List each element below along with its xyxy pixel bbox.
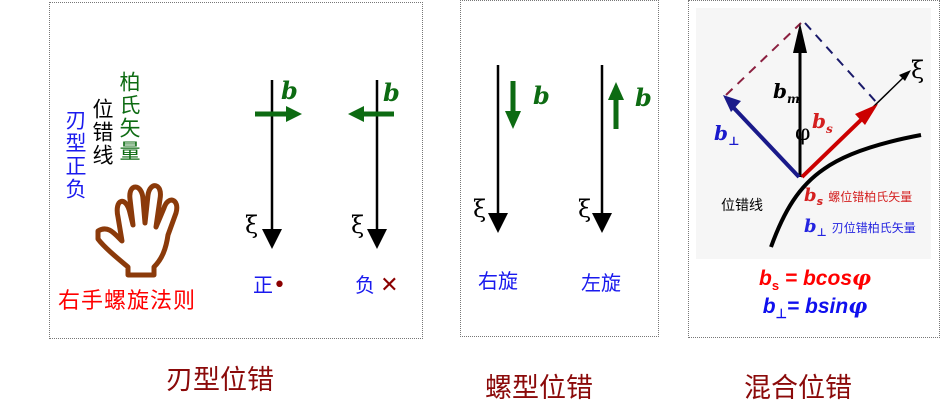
xi-line-direction-label: ξ — [473, 195, 487, 223]
dot-out-icon: • — [273, 273, 286, 298]
formula-bs-phi: φ — [852, 265, 872, 290]
formula-b-perp-lhs: b — [762, 295, 776, 318]
screw-dislocation-panel: b b ξ ξ 右旋 左旋 — [460, 0, 659, 337]
xi-line-direction-label: ξ — [245, 211, 259, 239]
screw-diagram-arrows — [488, 65, 624, 233]
right-hand-icon — [95, 183, 180, 278]
formula-b-perp-rhs: = bsin — [786, 295, 849, 318]
formula-bs-sub: s — [771, 278, 780, 294]
bs-symbol: b — [812, 109, 826, 133]
legend-edge: b⊥ 刃位错柏氏矢量 — [804, 216, 916, 239]
positive-label: 正 — [253, 273, 273, 297]
b-perp-symbol: b — [714, 121, 728, 145]
bm-symbol: b — [773, 79, 787, 103]
burgers-vector-b-label: b — [635, 83, 652, 112]
formula-b-perp-sub: ⊥ — [775, 306, 787, 322]
formula-b-perp: b⊥= bsinφ — [689, 293, 941, 322]
formula-bs-lhs: b — [758, 267, 772, 290]
xi-line-direction-label: ξ — [911, 56, 925, 84]
legend-screw-text: 螺位错柏氏矢量 — [828, 190, 913, 204]
legend-edge-subscript: ⊥ — [816, 226, 827, 240]
formula-b-perp-phi: φ — [848, 293, 868, 318]
burgers-vector-label: 柏氏矢量 — [117, 71, 141, 163]
legend-screw: bs 螺位错柏氏矢量 — [804, 185, 912, 208]
legend-edge-text: 刃位错柏氏矢量 — [831, 221, 916, 235]
burgers-vector-b-label: b — [383, 78, 400, 107]
left-handed-label: 左旋 — [581, 271, 621, 295]
formula-bs-rhs: = bcos — [779, 267, 852, 290]
bs-vector-label: bs — [812, 109, 833, 136]
mixed-dislocation-panel: bm b⊥ bs φ ξ 位错线 bs 螺位错柏氏矢量 b⊥ 刃位错柏氏矢量 b… — [688, 0, 940, 338]
negative-sign-label: 负 ✕ — [355, 269, 399, 298]
screw-dislocation-caption: 螺型位错 — [485, 373, 593, 404]
b-perp-subscript: ⊥ — [727, 134, 740, 148]
positive-sign-label: 正• — [253, 269, 286, 298]
xi-line-direction-label: ξ — [578, 195, 592, 223]
mixed-vector-diagram — [723, 22, 922, 248]
legend-edge-symbol: b — [804, 216, 817, 237]
dislocation-line-label: 位错线 — [721, 198, 763, 214]
negative-label: 负 — [355, 273, 375, 297]
burgers-vector-b-label: b — [281, 76, 298, 105]
right-hand-rule-label: 右手螺旋法则 — [58, 289, 197, 314]
edge-dislocation-caption: 刃型位错 — [166, 365, 274, 396]
bm-subscript: m — [786, 92, 800, 106]
edge-dislocation-panel: 刃型正负 位错线 柏氏矢量 右手螺旋法则 b b ξ ξ 正• 负 ✕ — [49, 2, 423, 339]
bs-subscript: s — [825, 122, 833, 136]
b-perp-vector-label: b⊥ — [714, 121, 740, 148]
phi-angle-label: φ — [795, 121, 811, 146]
legend-screw-subscript: s — [816, 195, 824, 209]
formula-bs: bs = bcosφ — [689, 265, 941, 293]
bm-vector-label: bm — [773, 79, 800, 106]
edge-diagram-arrows — [255, 80, 394, 249]
mixed-diagram-background — [696, 8, 931, 259]
xi-line-direction-label: ξ — [351, 211, 365, 239]
right-handed-label: 右旋 — [478, 269, 518, 293]
legend-screw-symbol: b — [804, 185, 817, 206]
cross-in-icon: ✕ — [380, 273, 399, 298]
burgers-vector-b-label: b — [533, 81, 550, 110]
mixed-dislocation-caption: 混合位错 — [744, 373, 852, 404]
edge-sign-label: 刃型正负 — [63, 109, 87, 201]
dislocation-line-label: 位错线 — [90, 98, 114, 167]
